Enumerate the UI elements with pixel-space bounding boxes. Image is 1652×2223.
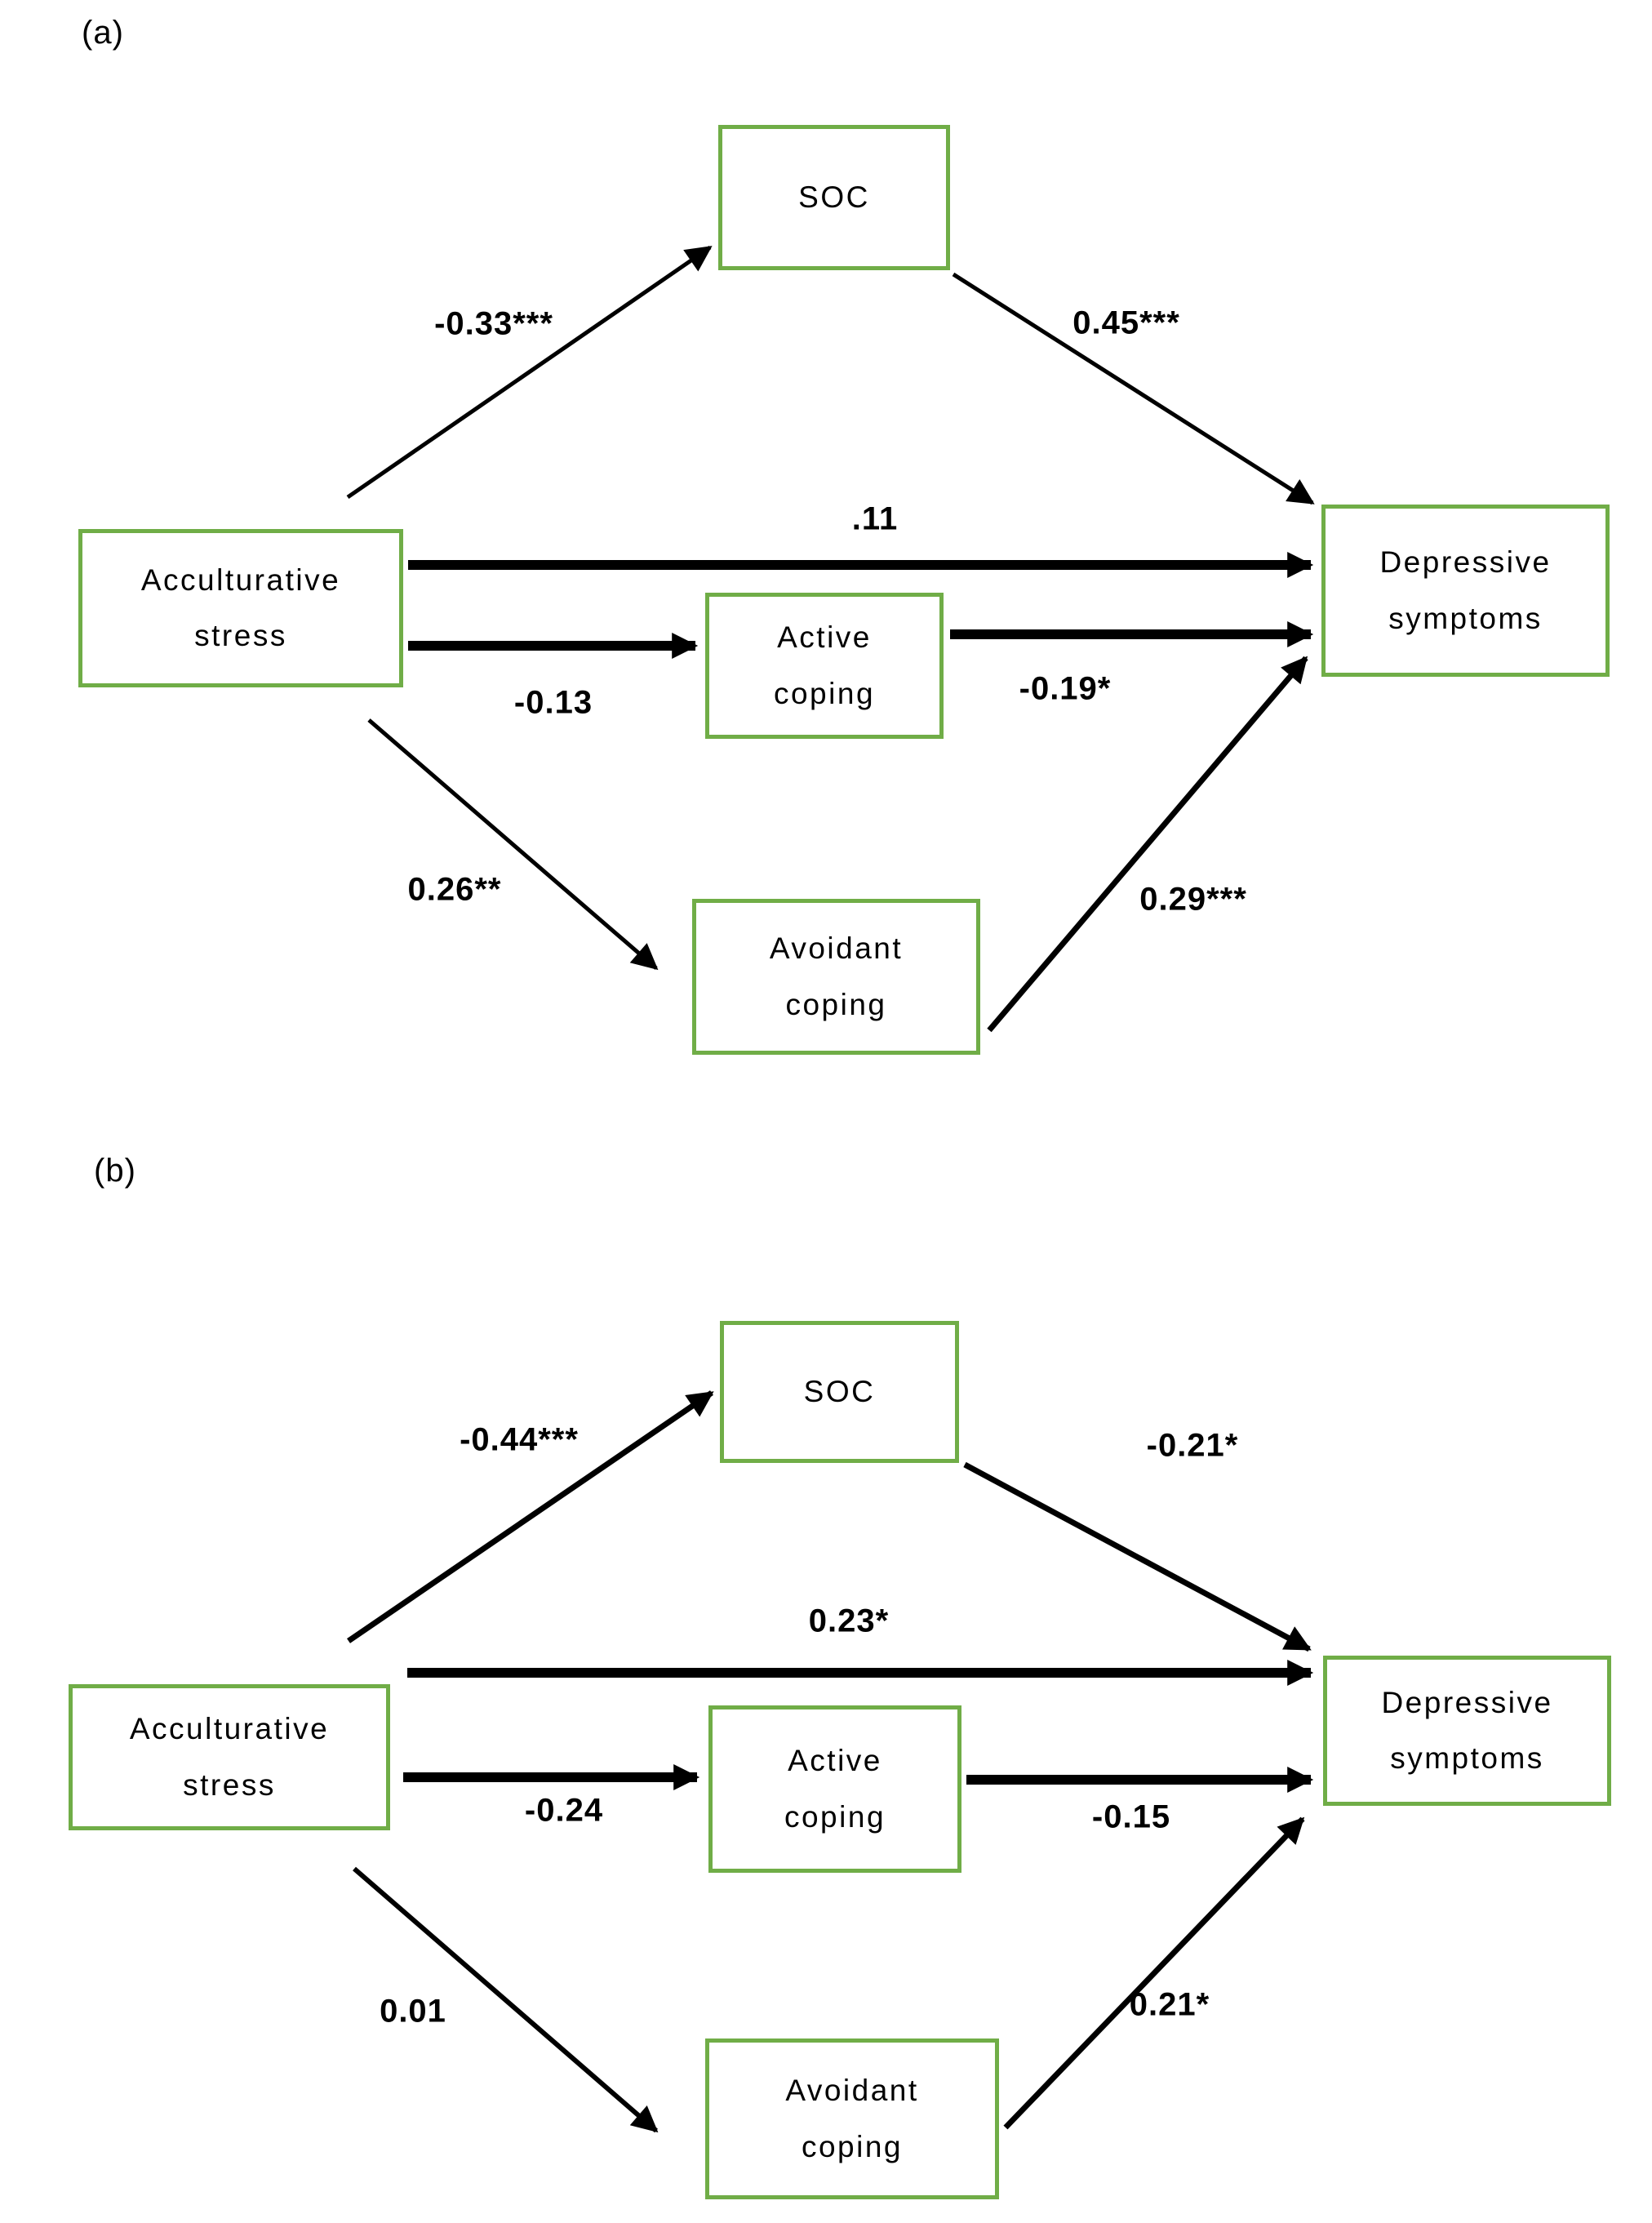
box-a-acculturative-stress: Acculturative stress — [78, 529, 403, 687]
coef-a-soc-depressive: 0.45*** — [1072, 305, 1180, 341]
coef-a-direct: .11 — [851, 500, 899, 537]
coef-b-active-depressive: -0.15 — [1091, 1798, 1171, 1835]
box-a-active-coping: Active coping — [705, 593, 944, 739]
box-a-depressive-symptoms: Depressive symptoms — [1321, 505, 1610, 677]
arrow-b-avoidant-to-depressive — [1003, 1816, 1305, 2130]
coef-a-avoidant-depressive: 0.29*** — [1139, 881, 1247, 918]
coef-b-stress-avoidant: 0.01 — [380, 1993, 446, 2030]
box-b-avoidant-coping: Avoidant coping — [705, 2038, 999, 2199]
arrow-a-avoidant-to-depressive — [987, 656, 1308, 1033]
panel-a-tag: (a) — [82, 15, 124, 51]
coef-a-stress-active: -0.13 — [513, 684, 593, 721]
coef-b-stress-soc: -0.44*** — [460, 1421, 579, 1458]
coef-a-stress-soc: -0.33*** — [434, 305, 553, 342]
box-a-avoidant-coping: Avoidant coping — [692, 899, 980, 1055]
box-b-depressive-symptoms: Depressive symptoms — [1323, 1656, 1611, 1806]
panel-b-tag: (b) — [94, 1153, 136, 1189]
arrow-b-soc-to-depressive — [963, 1461, 1312, 1652]
box-a-soc: SOC — [718, 125, 950, 270]
coef-a-stress-avoidant: 0.26** — [407, 871, 502, 908]
coef-b-avoidant-depressive: 0.21* — [1129, 1986, 1210, 2023]
box-b-acculturative-stress: Acculturative stress — [69, 1684, 390, 1830]
coef-b-stress-active: -0.24 — [524, 1792, 604, 1829]
coef-b-direct: 0.23* — [808, 1603, 890, 1639]
coef-b-soc-depressive: -0.21* — [1146, 1427, 1239, 1464]
box-b-soc: SOC — [720, 1321, 959, 1463]
arrow-a-stress-to-soc — [346, 245, 713, 500]
box-b-active-coping: Active coping — [708, 1705, 961, 1873]
arrow-a-stress-to-avoidant — [367, 718, 659, 971]
coef-a-active-depressive: -0.19* — [1019, 670, 1112, 707]
